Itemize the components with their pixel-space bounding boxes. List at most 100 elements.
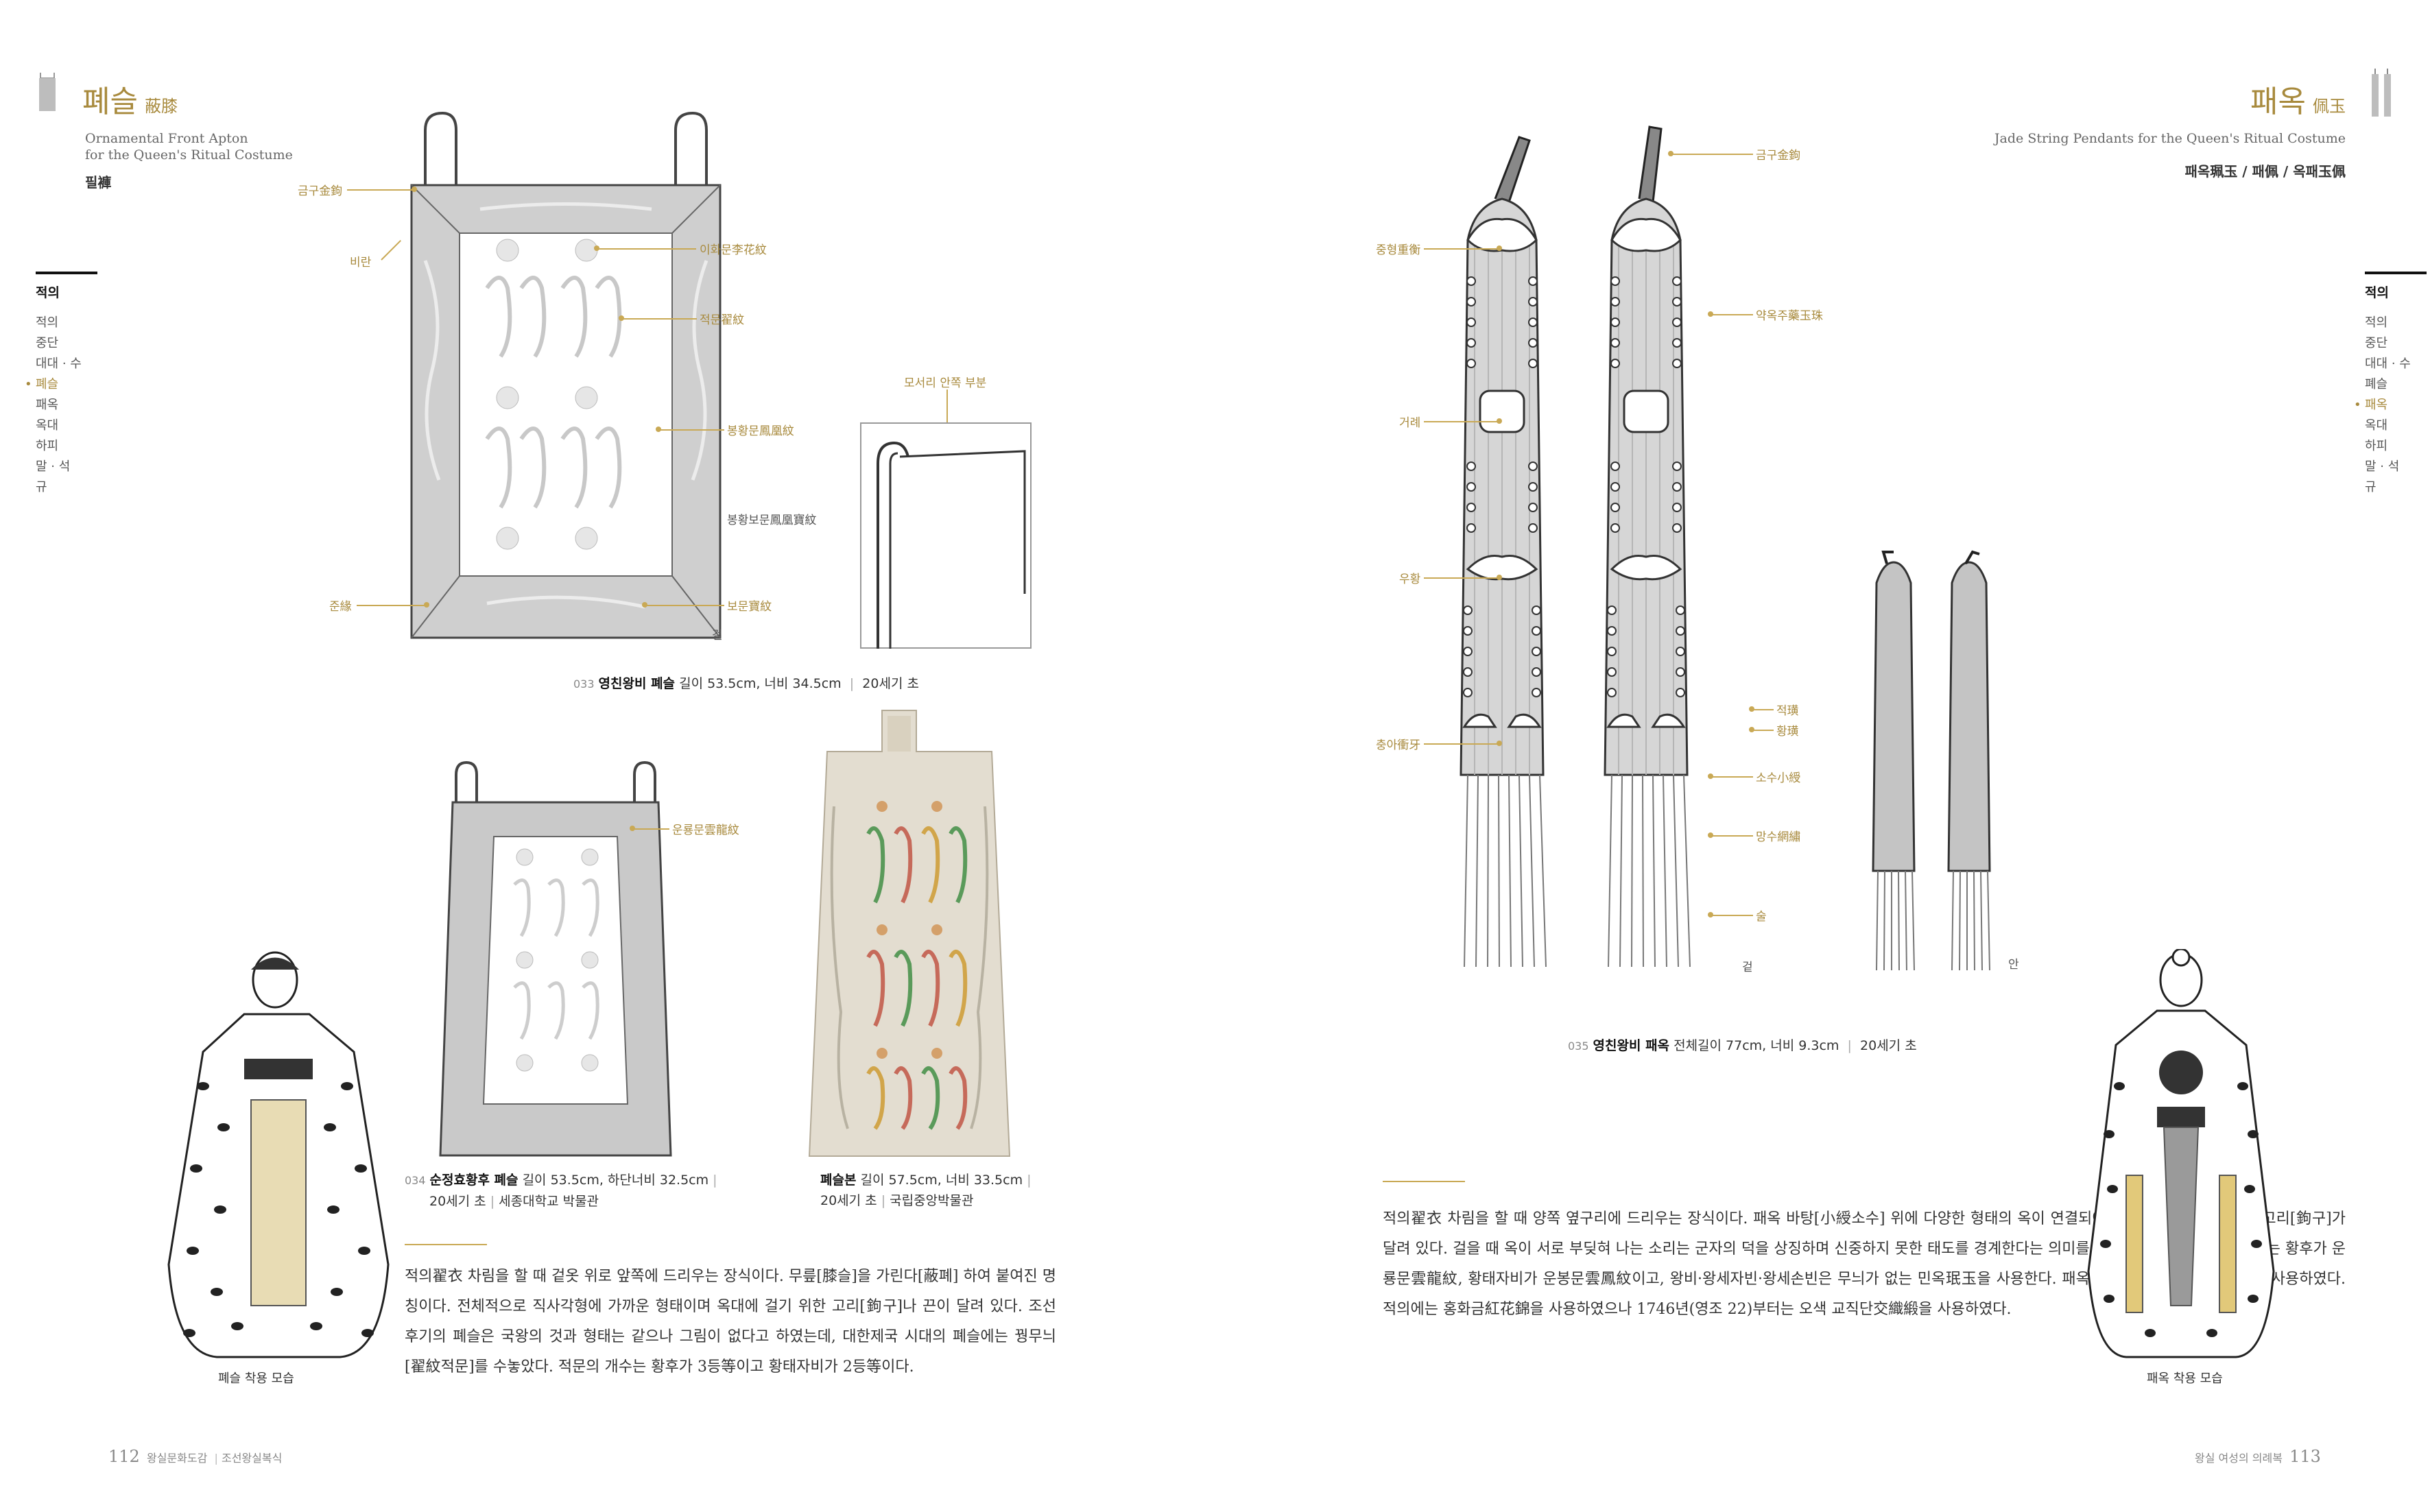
leader-dot (1497, 418, 1502, 424)
corner-detail-illustration (860, 422, 1032, 649)
caption-035-num: 035 (1568, 1040, 1589, 1053)
caption-035-detail: 전체길이 77cm, 너비 9.3cm (1673, 1038, 1839, 1053)
right-title-hanja: 佩玉 (2313, 97, 2346, 116)
leader-line (658, 429, 724, 431)
leader-line (1711, 314, 1753, 315)
right-nav-item[interactable]: 대대 · 수 (2365, 357, 2411, 371)
right-title-en: Jade String Pendants for the Queen's Rit… (1994, 131, 2346, 146)
leader-dot (1749, 706, 1754, 712)
leader-dot (1708, 311, 1713, 317)
right-footer-book: 왕실 여성의 의례복 (2195, 1452, 2283, 1465)
leader-dot (1497, 741, 1502, 746)
queen-wearing-apron-figure (162, 949, 395, 1360)
label-biran: 비란 (350, 256, 372, 269)
caption-pattern-era: 20세기 초 (820, 1193, 877, 1208)
leader-line (621, 318, 697, 320)
right-nav-heading: 적의 (2365, 272, 2427, 303)
apron-thumbnail-icon (36, 71, 59, 112)
left-nav-item[interactable]: 패옥 (36, 398, 59, 412)
right-nav-item[interactable]: 규 (2365, 480, 2377, 494)
leader-line (946, 389, 948, 422)
apron-034-illustration (439, 760, 672, 1159)
leader-dot (412, 187, 417, 192)
leader-dot (1708, 912, 1713, 917)
left-nav-heading: 적의 (36, 272, 97, 303)
caption-034-owner: 세종대학교 박물관 (499, 1194, 599, 1209)
left-title-en: Ornamental Front Apton for the Queen's R… (85, 130, 293, 163)
leader-line (1424, 421, 1499, 422)
left-nav-item-active[interactable]: 폐슬 (25, 374, 97, 395)
caption-pattern-owner: 국립중앙박물관 (890, 1193, 974, 1208)
label-outer-033: 겉 (712, 629, 723, 643)
leader-line (1671, 154, 1753, 155)
leader-dot (1708, 773, 1713, 779)
left-nav-item[interactable]: 규 (36, 480, 47, 494)
right-nav-item[interactable]: 적의 (2365, 315, 2388, 330)
leader-line (1424, 248, 1499, 250)
leader-line (1424, 743, 1499, 745)
left-page-number: 112 (108, 1447, 140, 1466)
right-nav-item-active[interactable]: 패옥 (2354, 395, 2427, 416)
leader-line (1424, 577, 1499, 579)
leader-line (347, 189, 416, 191)
leader-line (1711, 776, 1753, 778)
right-nav-item[interactable]: 중단 (2365, 336, 2388, 350)
leader-line (1711, 915, 1753, 916)
leader-dot (630, 826, 635, 831)
left-footer-book: 왕실문화도감 (146, 1452, 208, 1465)
leader-line (645, 605, 724, 606)
leader-dot (1668, 151, 1673, 156)
leader-dot (424, 602, 429, 608)
left-side-nav: 적의 적의 중단 대대 · 수 폐슬 패옥 옥대 하피 말 · 석 규 (25, 272, 97, 498)
label-jun: 준緣 (329, 600, 352, 614)
leader-dot (1749, 727, 1754, 732)
label-junghyeong: 중형重衡 (1376, 243, 1421, 257)
left-nav-item[interactable]: 하피 (36, 439, 59, 453)
leader-dot (1497, 575, 1502, 580)
left-nav-item[interactable]: 옥대 (36, 418, 59, 433)
right-nav-item[interactable]: 폐슬 (2365, 377, 2388, 392)
label-bonghwangbo: 봉황보문鳳凰寶紋 (727, 514, 817, 527)
label-outer-035: 겉 (1742, 961, 1753, 974)
label-geumgu-033: 금구金鉤 (298, 184, 343, 198)
caption-033-num: 033 (573, 677, 595, 691)
leader-line (597, 248, 696, 250)
left-subtitle: 필褲 (85, 174, 112, 191)
label-jeok-033: 적문翟紋 (700, 313, 745, 327)
caption-033-name: 영친왕비 폐슬 (598, 676, 676, 691)
pattern-sheet-photo (807, 704, 1012, 1159)
label-mangsu: 망수網繡 (1756, 830, 1801, 844)
caption-033-era: 20세기 초 (862, 676, 919, 691)
label-chungi: 충아衝牙 (1376, 739, 1421, 752)
left-nav-item[interactable]: 대대 · 수 (36, 357, 82, 371)
left-nav-item[interactable]: 적의 (36, 315, 59, 330)
leader-dot (619, 315, 624, 321)
right-subtitle: 패옥珮玉 / 패佩 / 옥패玉佩 (2184, 163, 2346, 180)
left-figure-caption: 폐슬 착용 모습 (218, 1371, 294, 1386)
pendant-035-back-illustration (1863, 549, 2027, 974)
label-inner-035: 안 (2008, 958, 2019, 972)
right-nav-item[interactable]: 하피 (2365, 439, 2388, 453)
label-sul: 술 (1756, 910, 1767, 924)
left-nav-item[interactable]: 중단 (36, 336, 59, 350)
pendant-035-illustration (1454, 123, 1783, 968)
right-nav-item[interactable]: 말 · 석 (2365, 459, 2400, 474)
leader-line (381, 240, 401, 261)
left-nav-item[interactable]: 말 · 석 (36, 459, 71, 474)
right-title-kr: 패옥 (2250, 84, 2306, 119)
caption-034-num: 034 (405, 1174, 426, 1187)
label-bo: 보문寶紋 (727, 600, 772, 614)
right-figure-caption: 패옥 착용 모습 (2147, 1371, 2223, 1386)
label-geumgu-035: 금구金鉤 (1756, 149, 1801, 163)
pendant-thumbnail-icon (2368, 69, 2395, 118)
label-ihwa: 이화문李花紋 (700, 243, 767, 257)
caption-034-era: 20세기 초 (429, 1194, 486, 1209)
label-yakju: 약옥주藥玉珠 (1756, 309, 1823, 323)
right-nav-item[interactable]: 옥대 (2365, 418, 2388, 433)
leader-line (1752, 730, 1774, 731)
right-footer: 왕실 여성의 의례복 113 (2195, 1447, 2321, 1466)
apron-033-illustration (405, 110, 727, 645)
